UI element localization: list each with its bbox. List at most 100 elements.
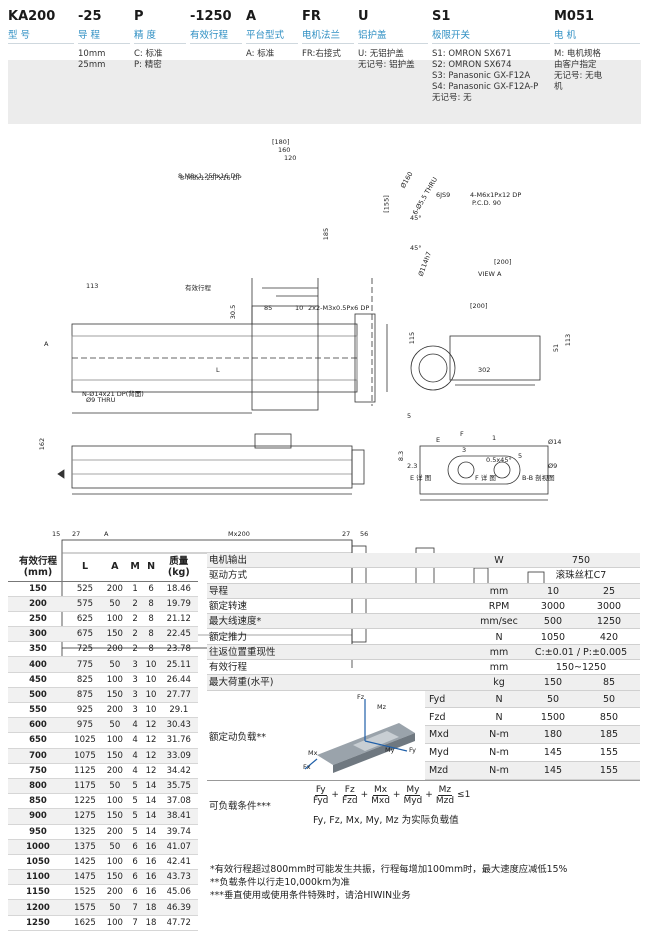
dim-56: 56 <box>360 530 369 538</box>
stroke-table-cell: 5 <box>127 793 143 810</box>
spec-unit: mm <box>489 662 509 674</box>
dyn-value-lead10: 50 <box>546 693 560 705</box>
ordering-desc: FR:右接式 <box>302 49 341 59</box>
dim-stroke: 有效行程 <box>185 284 211 292</box>
stroke-table-cell: 2 <box>127 626 143 643</box>
ordering-code: U <box>358 9 369 24</box>
stroke-table-cell: 18 <box>142 899 160 916</box>
dyn-value-lead10: 180 <box>543 729 563 741</box>
spec-label: 电机输出 <box>209 555 248 566</box>
stroke-table-cell: 27.77 <box>159 687 198 704</box>
stroke-table-cell: 575 <box>67 596 103 612</box>
ordering-code: M051 <box>554 9 595 24</box>
dyn-value-lead10: 1500 <box>540 711 566 723</box>
stroke-table-cell: 30.43 <box>159 717 198 734</box>
stroke-table-cell: 200 <box>102 581 128 597</box>
stroke-table-cell: 50 <box>102 596 128 612</box>
dyn-name: Myd <box>429 747 449 759</box>
dim-phi14: Ø14 <box>548 438 562 446</box>
stroke-table-cell: 10 <box>142 656 160 673</box>
dyn-unit: N <box>495 693 503 705</box>
dim-A: A <box>104 530 109 538</box>
stroke-table-cell: 3 <box>127 687 143 704</box>
dim-m3-holes: 2x2-M3x0.5Px6 DP <box>308 304 370 312</box>
formula-plus: + <box>425 790 433 801</box>
spec-unit: RPM <box>488 600 510 612</box>
spec-value-lead10: 500 <box>543 616 563 628</box>
stroke-table-cell: 1125 <box>67 763 103 779</box>
stroke-table-cell: 10 <box>142 702 160 719</box>
stroke-table-cell: 1250 <box>8 915 68 931</box>
stroke-table-cell: 5 <box>127 808 143 825</box>
stroke-table-cell: 800 <box>8 778 68 795</box>
ordering-label: 平台型式 <box>246 28 298 44</box>
stroke-table-cell: 1100 <box>8 869 68 886</box>
ordering-code: P <box>134 9 144 24</box>
stroke-table-header: M <box>127 553 143 582</box>
formula-numerator: My <box>405 784 421 796</box>
dyn-value-lead10: 145 <box>543 747 563 759</box>
stroke-table-cell: 14 <box>142 808 160 825</box>
stroke-table-cell: 100 <box>102 915 128 931</box>
spec-unit: mm <box>489 585 509 597</box>
stroke-table-cell: 2 <box>127 641 143 658</box>
stroke-table-cell: 1475 <box>67 869 103 886</box>
stroke-table-cell: 4 <box>127 748 143 764</box>
spec-unit: mm <box>489 646 509 658</box>
stroke-table-cell: 100 <box>102 611 128 628</box>
stroke-table-cell: 100 <box>102 732 128 749</box>
spec-value: 150~1250 <box>555 662 607 674</box>
formula-numerator: Fz <box>343 784 356 796</box>
stroke-table-cell: 37.08 <box>159 793 198 810</box>
stroke-table-header: 质量 (kg) <box>159 553 198 582</box>
stroke-table-cell: 550 <box>8 702 68 719</box>
stroke-table-cell: 200 <box>8 596 68 612</box>
spec-label: 往返位置重现性 <box>209 646 276 658</box>
ordering-label: 铝护盖 <box>358 28 428 44</box>
spec-value-lead10: 150 <box>543 677 563 689</box>
stroke-table-header: N <box>142 553 160 582</box>
load-axis-diagram <box>304 698 415 773</box>
axis-label-my: My <box>385 745 395 754</box>
stroke-table-cell: 400 <box>8 656 68 673</box>
detail-e-marker: E <box>436 436 441 444</box>
dim-m6-holes: 4-M6x1Px12 DP <box>470 191 522 199</box>
stroke-table-cell: 975 <box>67 717 103 734</box>
dim-5-a: 5 <box>407 412 412 420</box>
stroke-table-cell: 3 <box>127 702 143 719</box>
dim-302: 302 <box>478 366 491 374</box>
stroke-table-cell: 150 <box>102 808 128 825</box>
stroke-table-cell: 10 <box>142 672 160 688</box>
stroke-table-cell: 1325 <box>67 824 103 840</box>
formula-denominator: Myd <box>403 795 423 806</box>
dim-45-a: 45° <box>410 214 422 222</box>
stroke-table-cell: 875 <box>67 687 103 704</box>
formula-denominator: Mxd <box>371 795 390 806</box>
stroke-table-cell: 4 <box>127 763 143 779</box>
stroke-table-cell: 16 <box>142 869 160 886</box>
stroke-table-cell: 14 <box>142 824 160 840</box>
detail-e-title: E 详 图 <box>410 474 432 482</box>
spec-value-lead25: 420 <box>599 631 619 643</box>
stroke-table-cell: 100 <box>102 854 128 871</box>
dyn-value-lead25: 850 <box>599 711 619 723</box>
ordering-desc: M: 电机规格 由客户指定 无记号: 无电 机 <box>554 49 603 92</box>
spec-value-lead10: 10 <box>546 585 560 597</box>
stroke-table-cell: 50 <box>102 717 128 734</box>
